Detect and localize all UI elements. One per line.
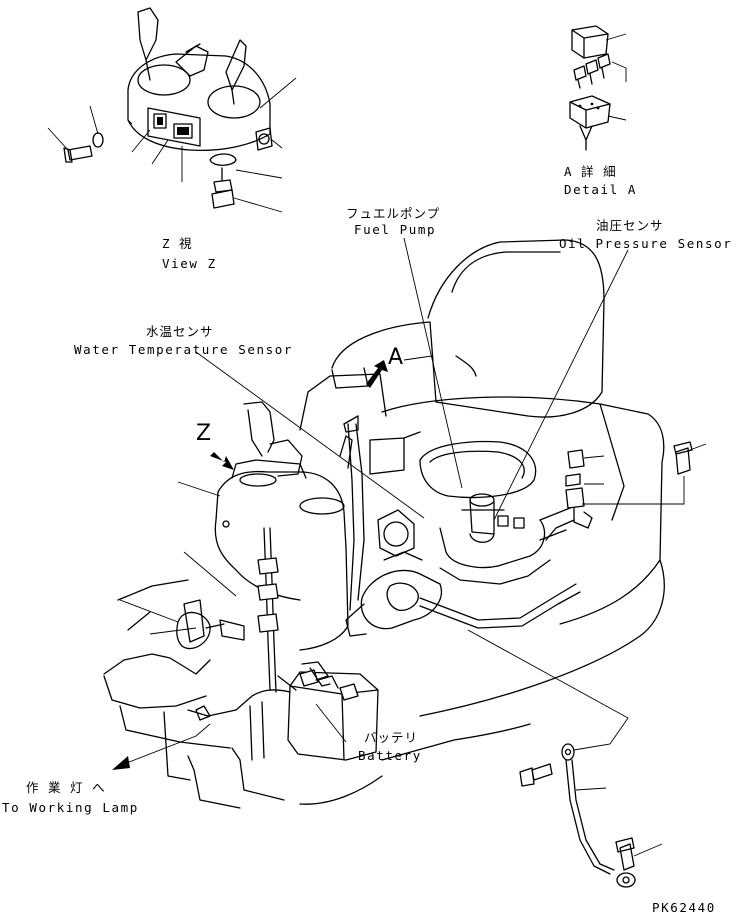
part-code: PK62440: [652, 900, 716, 915]
leader-fuel-pump: [403, 237, 463, 489]
battery-label-jp: バッテリ: [364, 730, 418, 745]
oil-pressure-label-en: Oil Pressure Sensor: [559, 236, 732, 251]
working-lamp-label-en: To Working Lamp: [2, 800, 139, 815]
arrow-z: [210, 452, 234, 470]
ground-cable: [467, 629, 663, 888]
leader-oil-pressure: [493, 249, 629, 521]
marker-z: Z: [196, 421, 211, 446]
oil-pressure-label-jp: 油圧センサ: [596, 218, 664, 233]
leader-water-temp: [195, 351, 425, 519]
fuel-pump-label-jp: フュエルポンプ: [346, 206, 440, 221]
leader-console-4: [149, 627, 197, 635]
leader-console-2: [183, 551, 237, 597]
leader-console-1: [177, 481, 221, 497]
water-temp-label-jp: 水温センサ: [146, 324, 214, 339]
view-z-label-jp: Z 視: [162, 236, 193, 251]
detail-a-label-en: Detail A: [564, 182, 637, 197]
leader-a: [403, 355, 433, 361]
arrow-a: [366, 360, 388, 388]
fuel-pump-label-en: Fuel Pump: [354, 222, 436, 237]
working-lamp-arrow: [112, 723, 211, 770]
view-z-label-en: View Z: [162, 256, 217, 271]
battery-label-en: Battery: [358, 748, 422, 763]
machine-body: [103, 239, 707, 809]
leader-console-3: [119, 599, 179, 623]
water-temp-label-en: Water Temperature Sensor: [74, 342, 293, 357]
detail-a-relay: [569, 25, 627, 151]
view-z-console: [47, 7, 297, 213]
working-lamp-label-jp: 作 業 灯 へ: [26, 780, 106, 795]
detail-a-label-jp: A 詳 細: [564, 164, 617, 179]
leader-battery: [315, 703, 347, 743]
marker-a: A: [388, 345, 403, 370]
